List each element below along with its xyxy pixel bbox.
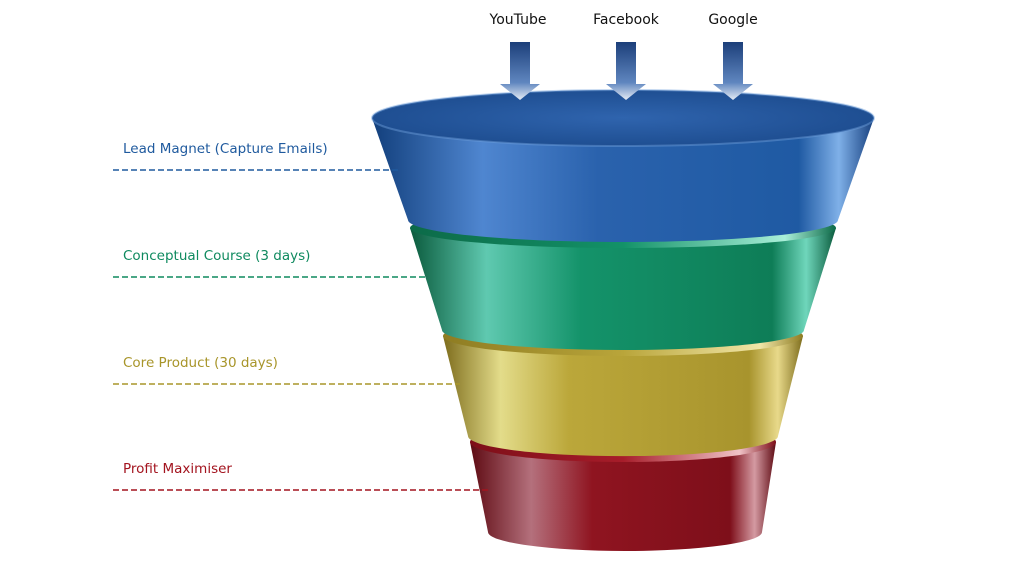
arrow-down-icon <box>500 42 540 100</box>
source-label-youtube: YouTube <box>489 12 547 28</box>
stage-label-lead-magnet: Lead Magnet (Capture Emails) <box>123 141 328 157</box>
funnel-segment-lead-magnet <box>371 89 875 242</box>
stage-label-conceptual-course: Conceptual Course (3 days) <box>123 248 311 264</box>
source-label-google: Google <box>708 12 758 28</box>
stage-label-core-product: Core Product (30 days) <box>123 355 278 371</box>
arrow-down-icon <box>713 42 753 100</box>
source-label-facebook: Facebook <box>593 12 659 28</box>
arrow-down-icon <box>606 42 646 100</box>
stage-label-profit-maximiser: Profit Maximiser <box>123 461 232 477</box>
